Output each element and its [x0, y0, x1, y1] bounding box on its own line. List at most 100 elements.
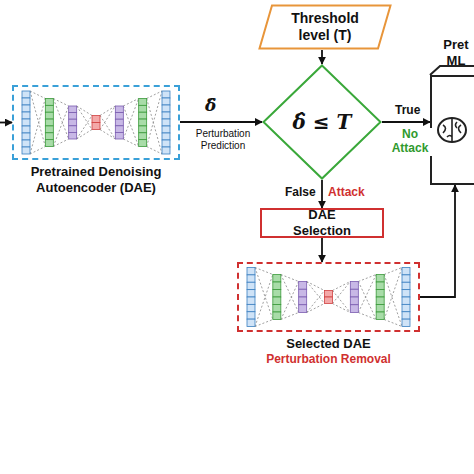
neuron-cell	[92, 116, 100, 123]
connection-line	[30, 99, 45, 155]
neuron-cell	[115, 132, 123, 139]
neuron-cell	[115, 106, 123, 113]
neuron-cell	[45, 105, 53, 112]
neuron-cell	[247, 275, 255, 282]
neuron-cell	[22, 140, 30, 147]
annotation-label: No Attack	[388, 128, 432, 156]
connection-line	[255, 320, 273, 327]
neuron-cell	[376, 312, 384, 320]
neuron-cell	[45, 99, 53, 106]
connection-line	[281, 282, 299, 320]
node-label: DAE Selection	[262, 207, 382, 238]
connection-line	[307, 291, 325, 313]
connection-line	[333, 282, 351, 304]
neuron-cell	[139, 112, 147, 119]
connection-line	[77, 106, 92, 130]
caption-group: Pret ML	[438, 37, 474, 68]
neuron-cell	[402, 290, 410, 297]
neuron-cell	[162, 105, 170, 112]
connection-line	[77, 106, 92, 116]
connection-line	[100, 106, 115, 116]
edge-label: δ̂	[204, 96, 217, 116]
neuron-cell	[273, 275, 281, 283]
neuron-cell	[325, 297, 333, 304]
annotation-label: Attack	[327, 186, 366, 200]
neuron-cell	[45, 126, 53, 133]
neuron-cell	[22, 119, 30, 126]
neuron-cell	[45, 133, 53, 140]
connection-line	[358, 275, 376, 282]
connection-line	[358, 313, 376, 320]
neuron-cell	[350, 297, 358, 305]
neuron-cell	[376, 275, 384, 283]
neuron-cell	[247, 319, 255, 326]
caption-group: Selected DAEPerturbation Removal	[229, 336, 428, 366]
connection-line	[333, 291, 351, 313]
connector-arrow	[321, 50, 323, 64]
connection-line	[255, 268, 273, 275]
connection-line	[307, 282, 325, 304]
neuron-cell	[376, 282, 384, 290]
neuron-cell	[139, 119, 147, 126]
neuron-cell	[350, 305, 358, 313]
brain-icon	[438, 118, 466, 142]
connection-line	[384, 268, 402, 275]
neuron-cell	[139, 126, 147, 133]
neuron-cell	[299, 282, 307, 290]
connection-line	[77, 116, 92, 140]
connection-line	[123, 99, 138, 140]
connection-line	[53, 106, 68, 147]
input-arrow	[0, 122, 12, 124]
model-box: Pret ML	[430, 75, 474, 185]
brain-folds	[443, 118, 461, 142]
neuron-cell	[402, 319, 410, 326]
neuron-cell	[69, 126, 77, 133]
neuron-cell	[402, 297, 410, 304]
brain-outline	[438, 118, 466, 142]
neuron-cell	[273, 312, 281, 320]
neuron-cell	[45, 112, 53, 119]
neuron-cell	[162, 112, 170, 119]
neuron-cell	[139, 105, 147, 112]
connection-line	[255, 275, 273, 327]
connection-line	[255, 268, 273, 320]
neuron-cell	[273, 282, 281, 290]
connection-line	[147, 91, 162, 147]
neuron-cell	[139, 140, 147, 147]
connector-arrow	[321, 180, 323, 208]
connection-line	[358, 275, 376, 313]
neuron-cell	[162, 98, 170, 105]
edge-label: True	[394, 104, 421, 118]
node-label: δ̂ ≤ T	[277, 110, 368, 134]
neuron-cell	[69, 106, 77, 113]
neuron-cell	[45, 119, 53, 126]
input-parallelogram: Threshold level (T)	[258, 4, 392, 50]
neuron-cell	[162, 126, 170, 133]
caption-group: Pretrained Denoising Autoencoder (DAE)	[4, 164, 188, 195]
neuron-cell	[376, 290, 384, 298]
connector-arrow	[180, 121, 262, 123]
neuron-cell	[162, 140, 170, 147]
connection-line	[307, 282, 325, 291]
neuron-cell	[247, 268, 255, 275]
neuron-cell	[247, 304, 255, 311]
neuron-cell	[247, 290, 255, 297]
neuron-cell	[273, 297, 281, 305]
connector-arrow	[321, 238, 323, 262]
connection-line	[307, 304, 325, 313]
connection-line	[30, 91, 45, 99]
neuron-cell	[22, 126, 30, 133]
node-label: Selected DAE	[229, 336, 428, 352]
connection-line	[30, 91, 45, 147]
edge-label: False	[284, 186, 317, 200]
neuron-cell	[376, 297, 384, 305]
neuron-cell	[139, 133, 147, 140]
neuron-cell	[69, 113, 77, 120]
neuron-cell	[402, 282, 410, 289]
neuron-cell	[350, 289, 358, 297]
neuron-cell	[247, 282, 255, 289]
neuron-cell	[162, 147, 170, 154]
connection-line	[384, 320, 402, 327]
neuron-cell	[22, 147, 30, 154]
